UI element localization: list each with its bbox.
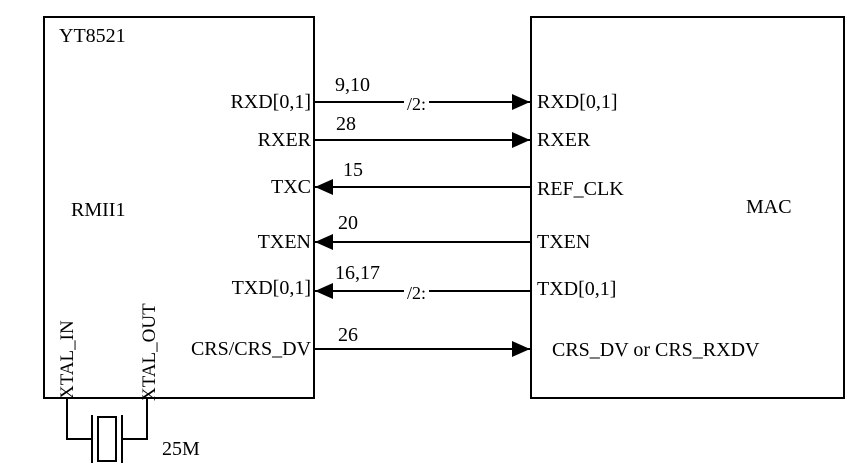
- phy-pin-rxd: RXD[0,1]: [230, 91, 311, 113]
- pin-number-rxd: 9,10: [335, 74, 370, 96]
- pin-number-txen: 20: [338, 212, 358, 234]
- xtal-out-wire-horizontal: [123, 438, 148, 440]
- mac-pin-crsdv: CRS_DV or CRS_RXDV: [552, 339, 760, 361]
- crystal-plate-left: [91, 415, 93, 463]
- signal-line-crs: [315, 348, 530, 350]
- arrowhead-rxd: [512, 94, 530, 110]
- mac-block-outline: [530, 16, 845, 399]
- phy-pin-txd: TXD[0,1]: [231, 277, 311, 299]
- signal-line-refclk: [315, 186, 530, 188]
- mac-pin-rxd: RXD[0,1]: [537, 91, 618, 113]
- signal-line-txen: [315, 241, 530, 243]
- arrowhead-rxer: [512, 132, 530, 148]
- mac-pin-rxer: RXER: [537, 129, 591, 151]
- mac-pin-txen: TXEN: [537, 231, 591, 253]
- phy-title: YT8521: [59, 25, 126, 47]
- xtal-in-label: XTAL_IN: [57, 320, 78, 399]
- xtal-in-wire-horizontal: [66, 438, 93, 440]
- arrowhead-txd: [315, 283, 333, 299]
- phy-pin-crs: CRS/CRS_DV: [190, 338, 311, 360]
- bus-width-txd: /2:: [404, 283, 430, 303]
- pin-number-crs: 26: [338, 324, 358, 346]
- xtal-out-wire-vertical: [146, 399, 148, 440]
- pin-number-rxer: 28: [336, 113, 356, 135]
- mac-title: MAC: [746, 196, 792, 218]
- phy-block-outline: [43, 16, 315, 399]
- phy-pin-rxer: RXER: [257, 129, 311, 151]
- mac-pin-txd: TXD[0,1]: [537, 278, 617, 300]
- pin-number-txd: 16,17: [335, 262, 380, 284]
- bus-width-rxd: /2:: [404, 94, 430, 114]
- mac-pin-refclk: REF_CLK: [537, 178, 624, 200]
- crystal-body: [97, 416, 117, 462]
- phy-pin-txc: TXC: [271, 176, 311, 198]
- crystal-plate-right: [121, 415, 123, 463]
- arrowhead-txen: [315, 234, 333, 250]
- xtal-out-label: XTAL_OUT: [139, 303, 160, 401]
- crystal-frequency-label: 25M: [162, 438, 200, 460]
- signal-line-rxer: [315, 139, 530, 141]
- arrowhead-txc: [315, 179, 333, 195]
- arrowhead-crs: [512, 341, 530, 357]
- phy-interface-label: RMII1: [71, 199, 126, 221]
- phy-pin-txen: TXEN: [257, 231, 311, 253]
- pin-number-txc: 15: [343, 159, 363, 181]
- xtal-in-wire-vertical: [66, 399, 68, 440]
